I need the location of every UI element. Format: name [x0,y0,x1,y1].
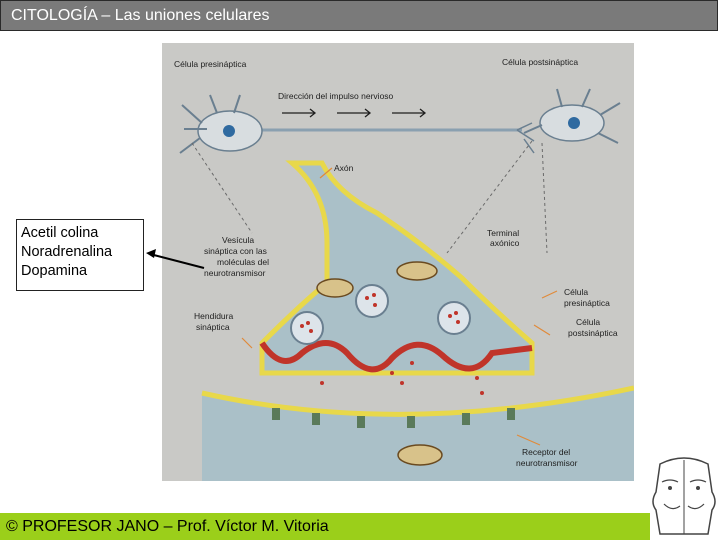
label-cleft-2: sináptica [196,322,230,332]
receptors [272,408,515,428]
label-vesicle-3: moléculas del [217,257,269,267]
footer-credit: © PROFESOR JANO – Prof. Víctor M. Vitori… [6,518,329,535]
label-presynaptic-cell: Célula presináptica [174,59,247,69]
mitochondria [316,261,443,466]
neurotransmitter-callout: Acetil colina Noradrenalina Dopamina [16,219,144,291]
label-axon-terminal-2: axónico [490,238,520,248]
label-vesicle-1: Vesícula [222,235,254,245]
label-presynaptic-small-2: presináptica [564,298,610,308]
label-presynaptic-small-1: Célula [564,287,588,297]
label-postsynaptic-cell: Célula postsináptica [502,57,578,67]
page-title: CITOLOGÍA – Las uniones celulares [11,7,270,24]
label-receptor-1: Receptor del [522,447,570,457]
label-impulse-direction: Dirección del impulso nervioso [278,91,394,101]
janus-logo-icon [652,457,716,535]
callout-line: Acetil colina [21,225,99,241]
label-vesicle-4: neurotransmisor [204,268,266,278]
callout-arrow-icon [146,249,205,269]
label-postsynaptic-small-1: Célula [576,317,600,327]
label-axon: Axón [334,163,354,173]
label-receptor-2: neurotransmisor [516,458,578,468]
title-bar: CITOLOGÍA – Las uniones celulares [0,0,718,31]
footer-bar: © PROFESOR JANO – Prof. Víctor M. Vitori… [0,513,650,540]
label-axon-terminal-1: Terminal [487,228,519,238]
synapse-diagram: Célula presináptica Célula postsináptica… [162,43,634,481]
postsynaptic-membrane [201,385,634,481]
label-vesicle-2: sináptica con las [204,246,267,256]
synaptic-vesicles [290,284,484,395]
callout-line: Dopamina [21,263,88,279]
label-cleft-1: Hendidura [194,311,233,321]
callout-line: Noradrenalina [21,244,113,260]
label-postsynaptic-small-2: postsináptica [568,328,618,338]
neuron-illustration [179,88,621,154]
